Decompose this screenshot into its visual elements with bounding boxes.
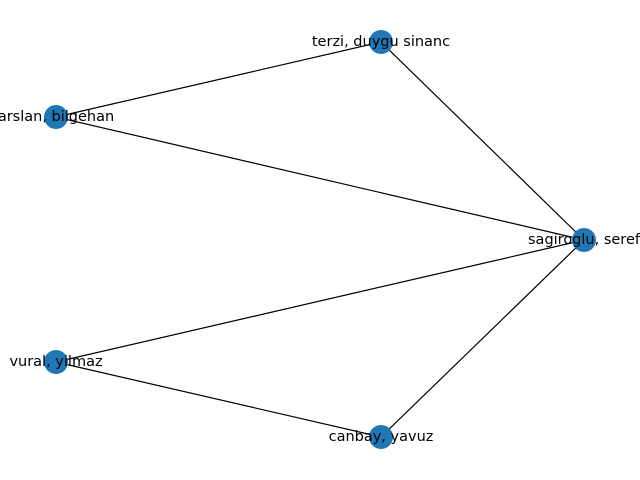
nodes-layer — [44, 30, 596, 449]
edge-vural-canbay — [55, 361, 382, 438]
node-label-sagiroglu: sagiroglu, seref — [528, 232, 640, 248]
node-canbay — [369, 425, 393, 449]
edge-terzi-sagiroglu — [380, 41, 585, 241]
edge-arslan-sagiroglu — [55, 116, 585, 241]
node-label-terzi: terzi, duygu sinanc — [312, 34, 450, 50]
edges-layer — [55, 41, 585, 438]
node-terzi — [369, 30, 393, 54]
edge-terzi-arslan — [55, 41, 382, 118]
node-label-arslan: arslan, bilgehan — [0, 109, 114, 125]
labels-layer: terzi, duygu sinanc arslan, bilgehan sagir… — [0, 34, 640, 445]
edge-sagiroglu-vural — [55, 239, 585, 363]
node-arslan — [44, 105, 68, 129]
node-label-canbay: canbay, yavuz — [329, 429, 434, 445]
edge-sagiroglu-canbay — [380, 239, 585, 438]
node-vural — [44, 350, 68, 374]
node-label-vural: vural, yilmaz — [9, 354, 102, 370]
node-sagiroglu — [572, 228, 596, 252]
